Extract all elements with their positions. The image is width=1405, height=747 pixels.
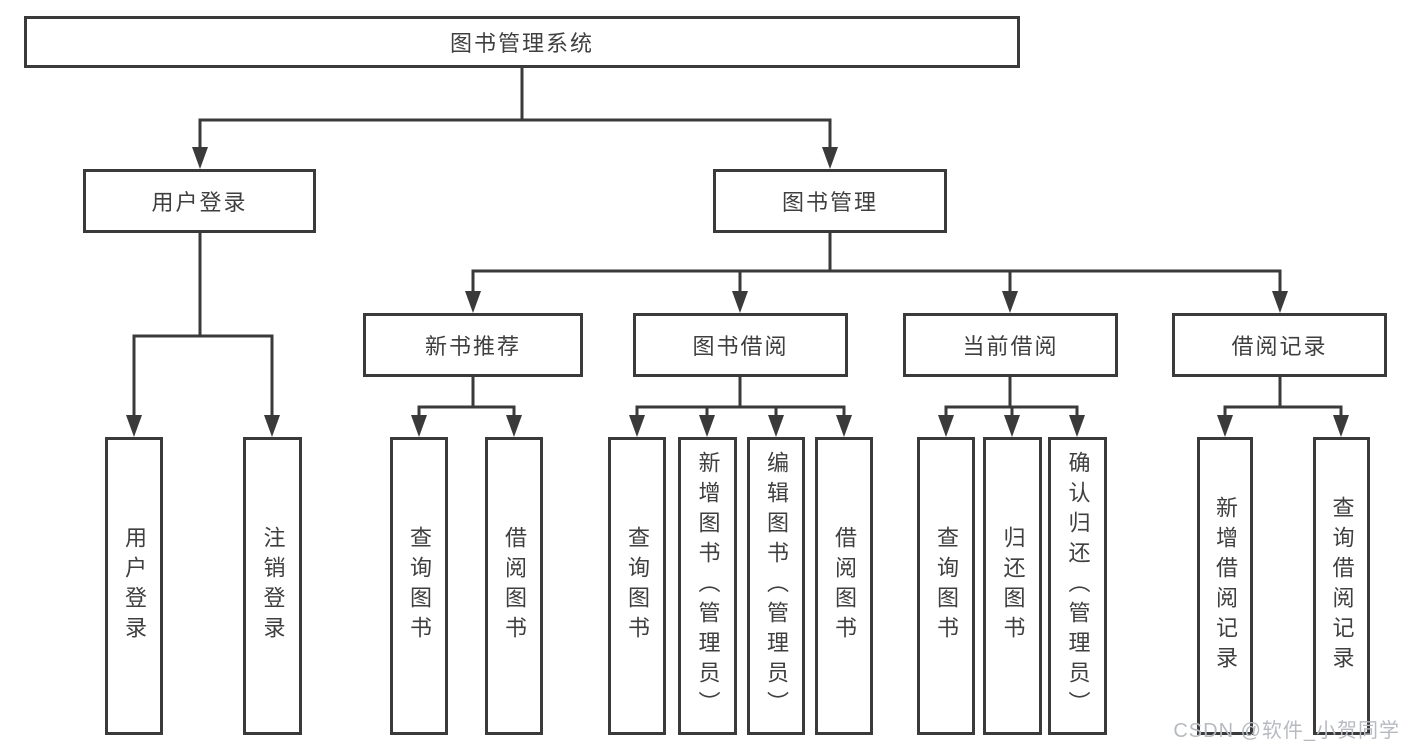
node-label: 编辑图书（管理员） — [764, 451, 789, 721]
leaf-query-books: 查询图书 — [917, 437, 975, 735]
leaf-add-books-admin: 新增图书（管理员） — [678, 437, 737, 735]
leaf-user-login: 用户登录 — [105, 437, 163, 735]
leaf-return-books: 归还图书 — [983, 437, 1042, 735]
node-label: 图书管理系统 — [449, 31, 594, 56]
node-label: 用户登录 — [151, 190, 248, 215]
node-label: 查询借阅记录 — [1329, 496, 1355, 676]
node-user-login: 用户登录 — [83, 169, 316, 233]
node-label: 借阅图书 — [502, 526, 527, 646]
node-label: 查询图书 — [934, 526, 959, 646]
node-label: 归还图书 — [1000, 526, 1026, 646]
node-label: 查询图书 — [625, 526, 650, 646]
leaf-confirm-return-admin: 确认归还（管理员） — [1048, 437, 1107, 735]
node-new-book-recommendation: 新书推荐 — [363, 313, 583, 377]
node-label: 借阅图书 — [832, 526, 857, 646]
leaf-edit-books-admin: 编辑图书（管理员） — [747, 437, 805, 735]
leaf-logout-login: 注销登录 — [243, 437, 302, 735]
node-label: 新增图书（管理员） — [695, 451, 721, 721]
leaf-borrow-books: 借阅图书 — [485, 437, 543, 735]
node-label: 当前借阅 — [962, 334, 1059, 359]
node-current-borrowing: 当前借阅 — [903, 313, 1118, 377]
node-label: 注销登录 — [260, 526, 286, 646]
node-label: 用户登录 — [122, 526, 147, 646]
node-label: 新书推荐 — [424, 334, 521, 359]
node-label: 图书管理 — [781, 190, 878, 215]
leaf-add-borrow-record: 新增借阅记录 — [1197, 437, 1253, 735]
leaf-query-borrow-record: 查询借阅记录 — [1313, 437, 1370, 735]
node-label: 查询图书 — [407, 526, 432, 646]
leaf-query-books: 查询图书 — [608, 437, 666, 735]
node-label: 新增借阅记录 — [1213, 496, 1238, 676]
leaf-query-books: 查询图书 — [390, 437, 448, 735]
node-label: 借阅记录 — [1231, 334, 1328, 359]
leaf-borrow-books: 借阅图书 — [815, 437, 873, 735]
node-book-management: 图书管理 — [713, 169, 947, 233]
node-label: 确认归还（管理员） — [1065, 451, 1091, 721]
node-library-management-system: 图书管理系统 — [24, 16, 1020, 68]
csdn-watermark: CSDN @软件_小贺同学 — [1173, 720, 1400, 742]
node-label: 图书借阅 — [692, 334, 789, 359]
node-book-borrowing: 图书借阅 — [633, 313, 848, 377]
node-borrowing-records: 借阅记录 — [1172, 313, 1387, 377]
